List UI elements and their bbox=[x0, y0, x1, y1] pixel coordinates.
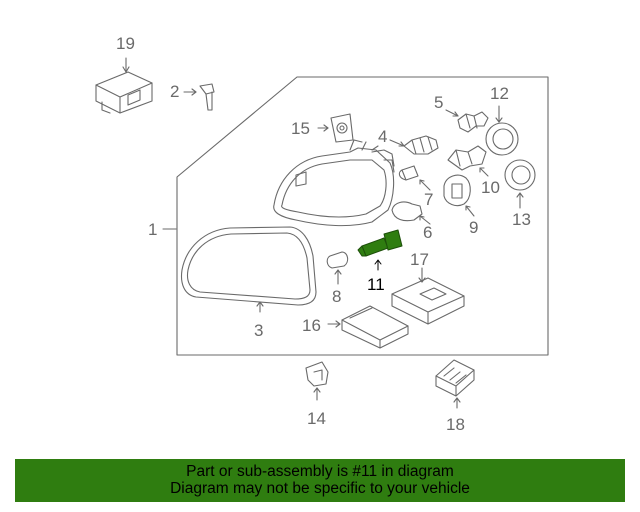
callout-19: 19 bbox=[116, 34, 135, 53]
callout-13: 13 bbox=[512, 210, 531, 229]
part-14-clip bbox=[305, 361, 329, 401]
part-8-bulb bbox=[326, 251, 349, 285]
part-12-seal bbox=[485, 105, 519, 156]
part-5-bulb bbox=[445, 109, 489, 133]
callout-3: 3 bbox=[254, 321, 263, 340]
part-3-lens bbox=[180, 226, 317, 313]
part-9-bulb-holder bbox=[443, 174, 475, 217]
banner-line-2: Diagram may not be specific to your vehi… bbox=[170, 480, 470, 497]
callout-12: 12 bbox=[490, 84, 509, 103]
callout-15: 15 bbox=[291, 119, 310, 138]
part-2-bolt bbox=[183, 83, 215, 111]
callout-17: 17 bbox=[410, 250, 429, 269]
part-13-ring bbox=[504, 159, 536, 209]
assembly-outline bbox=[176, 76, 549, 356]
part-7-bulb bbox=[398, 165, 431, 191]
info-banner: Part or sub-assembly is #11 in diagram D… bbox=[15, 459, 625, 502]
callout-10: 10 bbox=[481, 178, 500, 197]
callout-11: 11 bbox=[367, 275, 385, 294]
part-10-socket bbox=[447, 145, 489, 177]
headlamp-housing bbox=[273, 139, 395, 227]
callout-2: 2 bbox=[170, 82, 179, 101]
callout-14: 14 bbox=[307, 409, 326, 428]
callout-8: 8 bbox=[332, 287, 341, 306]
callout-5: 5 bbox=[434, 93, 443, 112]
part-6-bulb bbox=[391, 201, 431, 225]
callout-9: 9 bbox=[469, 218, 478, 237]
part-15-bracket bbox=[317, 113, 354, 143]
callout-7: 7 bbox=[424, 190, 433, 209]
part-4-bulb bbox=[389, 135, 439, 155]
part-11-highlighted bbox=[357, 229, 403, 271]
callout-16: 16 bbox=[302, 316, 321, 335]
part-11-arrow bbox=[374, 259, 382, 271]
callout-6: 6 bbox=[423, 223, 432, 242]
part-16-ballast bbox=[327, 305, 409, 349]
part-18-connector bbox=[435, 359, 475, 409]
part-19-relay-module bbox=[95, 57, 153, 114]
callout-4: 4 bbox=[378, 127, 387, 146]
callout-18: 18 bbox=[446, 415, 465, 434]
banner-line-1: Part or sub-assembly is #11 in diagram bbox=[186, 463, 454, 480]
part-17-module bbox=[391, 267, 465, 325]
callout-1: 1 bbox=[148, 220, 157, 239]
